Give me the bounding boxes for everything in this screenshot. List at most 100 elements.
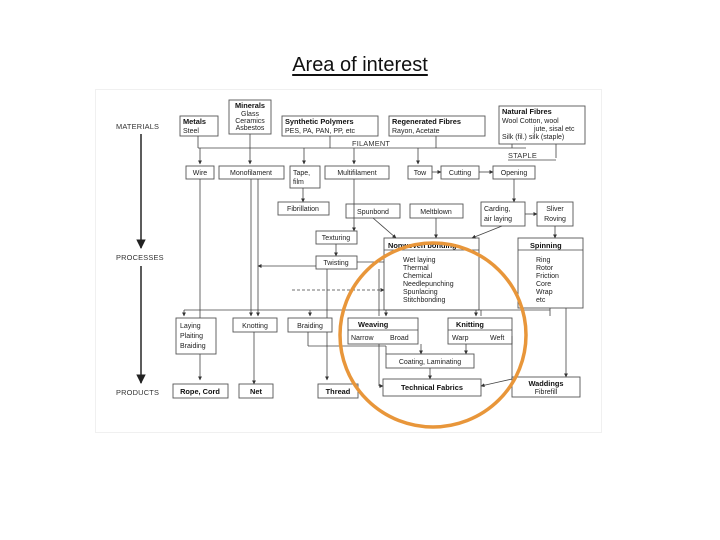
box-knitting: Knitting Warp Weft xyxy=(447,317,513,345)
laying-label: Laying xyxy=(180,323,201,330)
slide-title: Area of interest xyxy=(292,54,428,76)
regenerated-title: Regenerated Fibres xyxy=(392,117,461,126)
box-thread: Thread xyxy=(317,383,359,399)
box-multifilament: Multifilament xyxy=(324,165,390,180)
arrow xyxy=(480,378,513,388)
weaving-broad-label: Broad xyxy=(390,335,409,342)
film-label: film xyxy=(293,179,304,186)
opening-label: Opening xyxy=(501,170,528,177)
box-waddings: Waddings Fibrefill xyxy=(511,376,581,398)
spinning-line-1: Ring xyxy=(536,257,551,264)
spinning-line-6: etc xyxy=(536,297,546,304)
box-spinning: Spinning Ring Rotor Friction Core Wrap e… xyxy=(517,237,584,309)
nonwoven-line-3: Chemical xyxy=(403,273,433,280)
box-synthetic-polymers: Synthetic Polymers PES, PA, PAN, PP, etc xyxy=(281,115,379,137)
area-of-interest-highlight xyxy=(338,241,528,429)
metals-line-1: Steel xyxy=(183,128,199,135)
box-weaving: Weaving Narrow Broad xyxy=(347,317,419,345)
weaving-narrow-label: Narrow xyxy=(351,335,375,342)
box-meltblown: Meltblown xyxy=(409,203,464,219)
box-laying-plaiting-braiding: Laying Plaiting Braiding xyxy=(175,317,217,355)
braiding-label: Braiding xyxy=(297,323,323,330)
spinning-title: Spinning xyxy=(530,241,562,250)
airlaying-label: air laying xyxy=(484,216,512,223)
tape-label: Tape, xyxy=(293,170,310,177)
box-net: Net xyxy=(238,383,274,399)
spinning-line-2: Rotor xyxy=(536,265,554,272)
stage-label-products: PRODUCTS xyxy=(116,388,159,397)
roving-label: Roving xyxy=(544,216,566,223)
box-spunbond: Spunbond xyxy=(345,203,401,219)
sliver-label: Sliver xyxy=(546,206,564,213)
box-minerals: Minerals Glass Ceramics Asbestos xyxy=(228,99,272,135)
box-tape-film: Tape, film xyxy=(289,165,321,189)
knitting-title: Knitting xyxy=(456,320,484,329)
natural-title: Natural Fibres xyxy=(502,107,552,116)
box-technical-fabrics: Technical Fabrics xyxy=(382,378,482,397)
box-tow: Tow xyxy=(407,165,433,180)
arrow xyxy=(372,217,397,239)
stage-label-materials: MATERIALS xyxy=(116,122,159,131)
carding-label: Carding, xyxy=(484,206,511,213)
box-regenerated-fibres: Regenerated Fibres Rayon, Acetate xyxy=(388,115,486,137)
cutting-label: Cutting xyxy=(449,170,471,177)
spinning-line-3: Friction xyxy=(536,273,559,280)
multifilament-label: Multifilament xyxy=(337,170,376,177)
synthetic-line-1: PES, PA, PAN, PP, etc xyxy=(285,128,356,135)
waddings-label: Waddings xyxy=(528,379,563,388)
natural-line-3: Silk (fil.) silk (staple) xyxy=(502,134,564,141)
net-label: Net xyxy=(250,387,262,396)
technical-label: Technical Fabrics xyxy=(401,383,463,392)
spinning-line-5: Wrap xyxy=(536,289,553,296)
box-fibrillation: Fibrillation xyxy=(277,201,330,216)
minerals-title: Minerals xyxy=(235,101,265,110)
regenerated-line-1: Rayon, Acetate xyxy=(392,128,440,135)
textile-process-diagram: MATERIALS PROCESSES PRODUCTS Minerals Gl… xyxy=(96,90,601,432)
box-carding: Carding, air laying xyxy=(480,201,526,227)
nonwoven-title: Nonwoven bonding xyxy=(388,241,457,250)
box-sliver-roving: Sliver Roving xyxy=(536,201,574,227)
staple-label: STAPLE xyxy=(508,151,537,160)
metals-title: Metals xyxy=(183,117,206,126)
box-natural-fibres: Natural Fibres Wool Cotton, wool jute, s… xyxy=(498,105,586,145)
box-metals: Metals Steel xyxy=(179,115,219,137)
spunbond-label: Spunbond xyxy=(357,209,389,216)
box-monofilament: Monofilament xyxy=(218,165,285,180)
coating-label: Coating, Laminating xyxy=(399,359,461,366)
knitting-warp-label: Warp xyxy=(452,335,469,342)
rope-label: Rope, Cord xyxy=(180,387,220,396)
weaving-title: Weaving xyxy=(358,320,389,329)
minerals-line-1: Glass xyxy=(241,111,259,118)
thread-label: Thread xyxy=(326,387,351,396)
box-rope-cord: Rope, Cord xyxy=(172,383,229,399)
filament-label: FILAMENT xyxy=(352,139,390,148)
tow-label: Tow xyxy=(414,170,427,177)
nonwoven-line-5: Spunlacing xyxy=(403,289,438,296)
meltblown-label: Meltblown xyxy=(420,209,452,216)
nonwoven-line-1: Wet laying xyxy=(403,257,436,264)
stage-label-processes: PROCESSES xyxy=(116,253,164,262)
monofilament-label: Monofilament xyxy=(230,170,272,177)
natural-line-2: jute, sisal etc xyxy=(533,126,575,133)
box-twisting: Twisting xyxy=(315,255,358,270)
arrow xyxy=(471,225,503,239)
minerals-line-3: Asbestos xyxy=(236,125,265,132)
braiding-label-1: Braiding xyxy=(180,343,206,350)
box-braiding: Braiding xyxy=(287,317,333,333)
box-wire: Wire xyxy=(185,165,215,180)
spinning-line-4: Core xyxy=(536,281,551,288)
knitting-weft-label: Weft xyxy=(490,335,504,342)
box-knotting: Knotting xyxy=(232,317,278,333)
box-cutting: Cutting xyxy=(440,165,480,180)
nonwoven-line-2: Thermal xyxy=(403,265,429,272)
fibrefill-label: Fibrefill xyxy=(535,389,558,396)
texturing-label: Texturing xyxy=(322,235,351,242)
nonwoven-line-6: Stitchbonding xyxy=(403,297,446,304)
plaiting-label: Plaiting xyxy=(180,333,203,340)
minerals-line-2: Ceramics xyxy=(235,118,265,125)
fibrillation-label: Fibrillation xyxy=(287,206,319,213)
twisting-label: Twisting xyxy=(323,260,348,267)
synthetic-title: Synthetic Polymers xyxy=(285,117,354,126)
box-coating-laminating: Coating, Laminating xyxy=(385,353,475,369)
box-opening: Opening xyxy=(492,165,536,180)
